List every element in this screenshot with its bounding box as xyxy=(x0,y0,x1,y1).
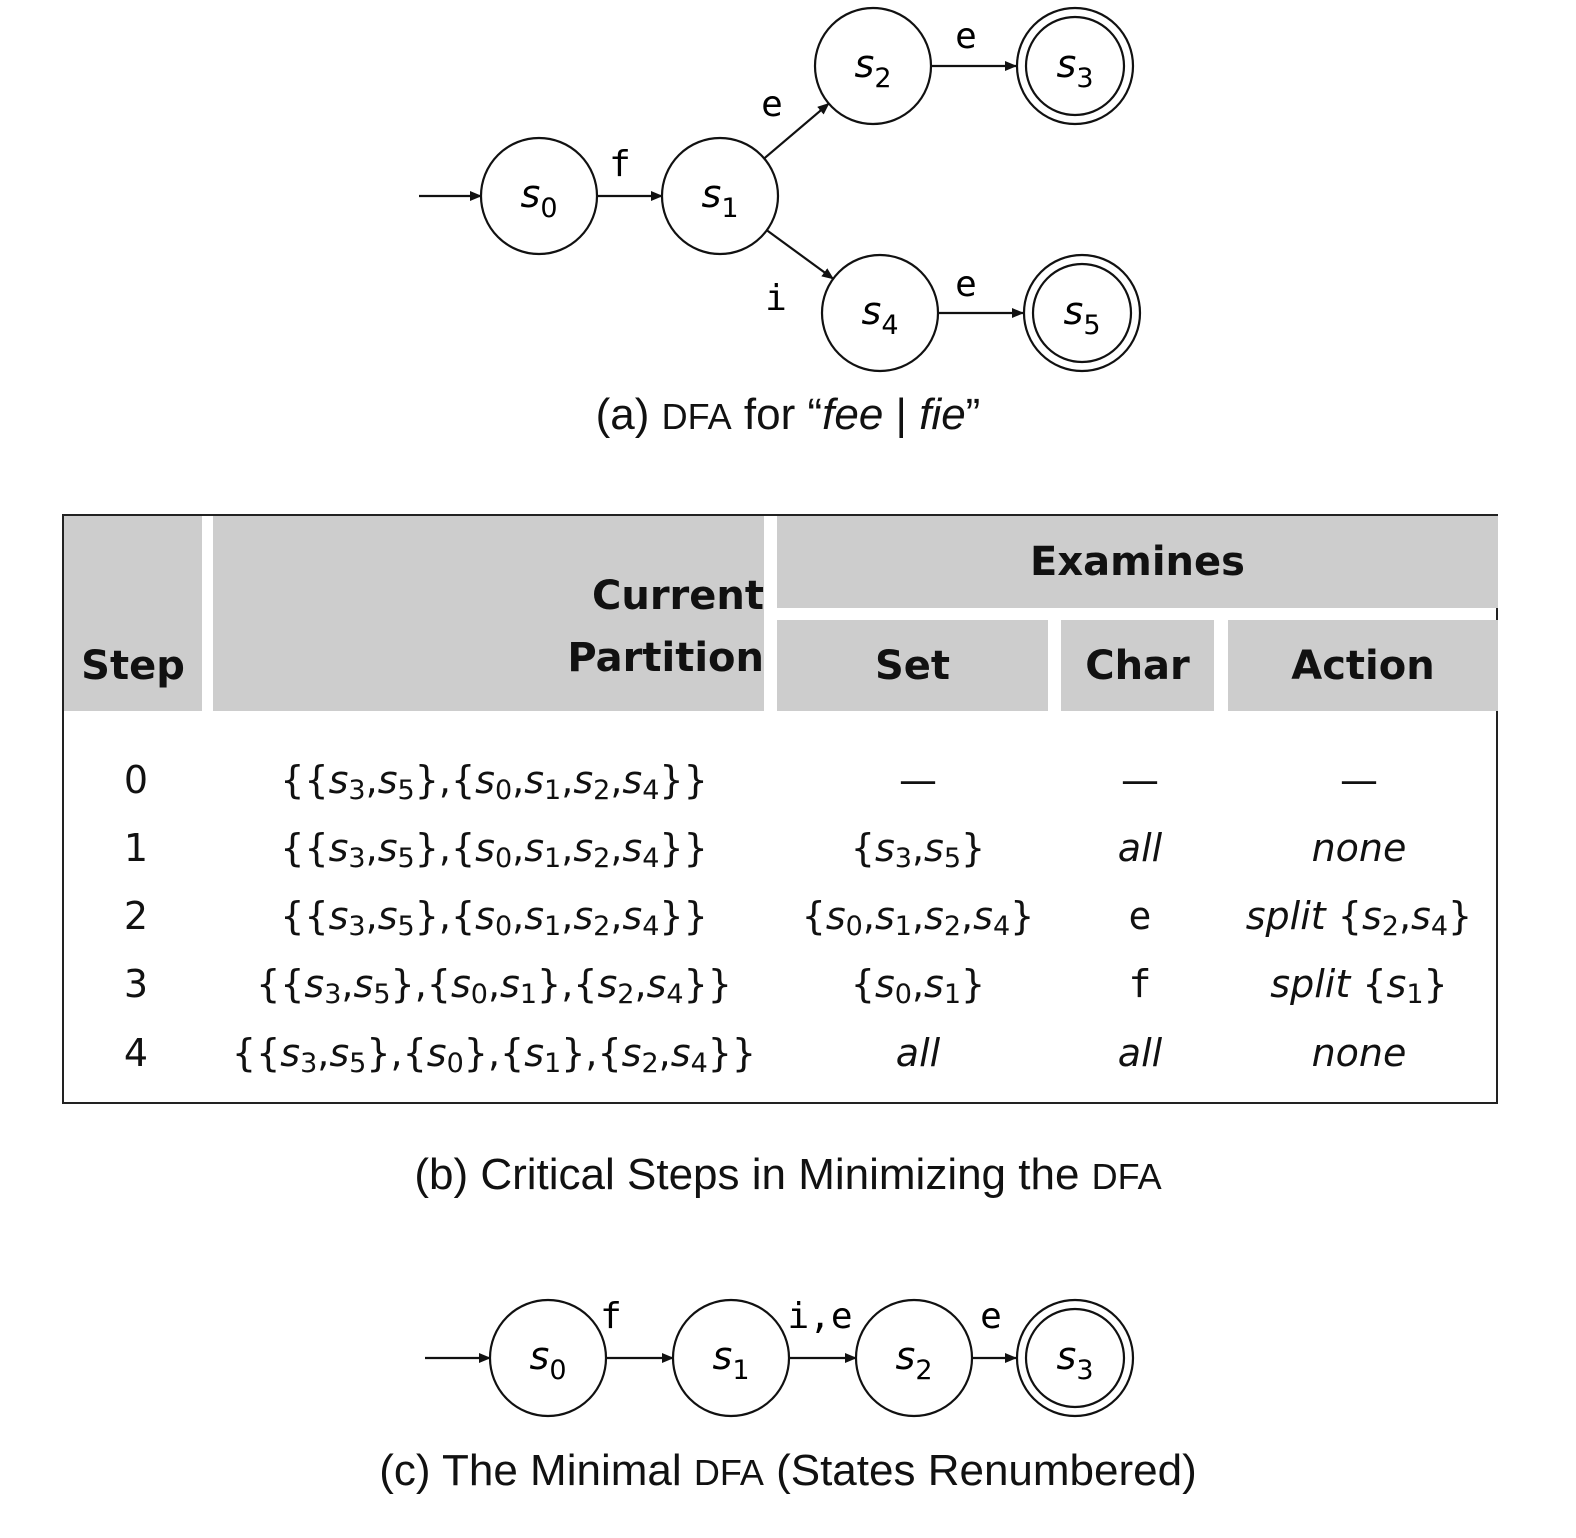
caption-b: (b) Critical Steps in Minimizing the DFA xyxy=(0,1150,1576,1200)
minimal-dfa-diagram: f i,e e s0 s1 s2 s3 xyxy=(425,1296,1135,1418)
cell-char-row-4: all xyxy=(1117,1031,1163,1075)
dfa-a-transition-label-s0-s1: f xyxy=(609,144,631,185)
header-char: Char xyxy=(1061,620,1214,711)
dfa-fee-fie-diagram: f e i e e s0 s1 s2 s3 s4 s5 xyxy=(419,6,1142,373)
caption-c: (c) The Minimal DFA (States Renumbered) xyxy=(0,1446,1576,1496)
caption-c-dfa: DFA xyxy=(693,1452,764,1493)
header-step-label: Step xyxy=(81,643,185,689)
dfa-c-state-circle-s0 xyxy=(488,1298,608,1418)
dfa-a-state-s1: s1 xyxy=(660,136,780,256)
cell-step-row-1: 1 xyxy=(123,826,149,870)
header-examines-label: Examines xyxy=(1030,539,1245,585)
header-step: Step xyxy=(64,516,202,711)
dfa-a-state-s0: s0 xyxy=(479,136,599,256)
caption-c-suffix: (States Renumbered) xyxy=(763,1446,1197,1495)
dfa-a-state-label-s2: s2 xyxy=(855,42,892,94)
cell-step-row-0: 0 xyxy=(123,758,149,802)
caption-a-prefix: (a) xyxy=(595,390,662,439)
caption-b-prefix: (b) Critical Steps in Minimizing the xyxy=(414,1150,1092,1199)
dfa-a-state-circle-s3 xyxy=(1015,6,1135,126)
caption-b-dfa: DFA xyxy=(1091,1156,1162,1197)
dfa-c-transition-label-s1-s2: i,e xyxy=(787,1296,852,1337)
dfa-a-transition-label-s1-s4: i xyxy=(765,278,787,319)
dfa-c-state-s0: s0 xyxy=(488,1298,608,1418)
header-set-label: Set xyxy=(874,642,951,689)
dfa-c-state-s1: s1 xyxy=(671,1298,791,1418)
dfa-a-state-s2: s2 xyxy=(813,6,933,126)
header-action: Action xyxy=(1228,620,1498,711)
dfa-a-state-s3: s3 xyxy=(1015,6,1135,126)
header-partition-line2: Partition xyxy=(567,635,764,681)
header-set: Set xyxy=(777,620,1048,711)
cell-char-row-2: e xyxy=(1128,894,1152,938)
header-partition-line1: Current xyxy=(591,573,764,619)
cell-action-row-2: split {s2,s4} xyxy=(1245,894,1473,942)
dfa-a-state-label-s0: s0 xyxy=(521,172,558,224)
header-action-label: Action xyxy=(1291,642,1435,689)
dfa-a-state-circle-s2 xyxy=(813,6,933,126)
dfa-a-transition-label-s1-s2: e xyxy=(761,84,783,125)
cell-char-row-1: all xyxy=(1117,826,1163,870)
caption-a-suffix: ” xyxy=(965,390,981,439)
dfa-a-state-accept-ring-s5 xyxy=(1031,262,1133,364)
caption-a-dfa: DFA xyxy=(661,396,732,437)
dfa-a-state-circle-s1 xyxy=(660,136,780,256)
dfa-a-transition-label-s4-s5: e xyxy=(955,264,977,305)
dfa-c-state-s2: s2 xyxy=(854,1298,974,1418)
dfa-a-state-circle-s0 xyxy=(479,136,599,256)
cell-partition-row-3: {{s3,s5},{s0,s1},{s2,s4}} xyxy=(256,962,732,1010)
dfa-c-transition-label-s2-s3: e xyxy=(980,1296,1002,1337)
cell-action-row-1: none xyxy=(1311,826,1407,870)
cell-action-row-4: none xyxy=(1311,1031,1407,1075)
dfa-a-state-circle-s4 xyxy=(820,253,940,373)
dfa-c-state-circle-s1 xyxy=(671,1298,791,1418)
dfa-a-state-label-s1: s1 xyxy=(702,172,739,224)
dfa-c-state-circle-s3 xyxy=(1015,1298,1135,1418)
dfa-a-transition-s1-s4 xyxy=(766,229,834,280)
cell-set-row-3: {s0,s1} xyxy=(850,962,986,1010)
dfa-c-state-label-s3: s3 xyxy=(1057,1334,1094,1386)
dfa-a-state-accept-ring-s3 xyxy=(1024,15,1126,117)
cell-partition-row-0: {{s3,s5},{s0,s1,s2,s4}} xyxy=(280,758,708,806)
dfa-c-state-circle-s2 xyxy=(854,1298,974,1418)
dfa-a-transition-label-s2-s3: e xyxy=(955,16,977,57)
caption-a-bar: | xyxy=(883,390,920,439)
dfa-a-state-label-s4: s4 xyxy=(862,289,899,341)
dfa-a-state-label-s3: s3 xyxy=(1057,42,1094,94)
dfa-c-transition-label-s0-s1: f xyxy=(600,1296,622,1337)
minimization-steps-table: Step Current Partition Examines Set Char… xyxy=(62,514,1498,1104)
caption-a-mid: for “ xyxy=(731,390,823,439)
cell-action-row-0: — xyxy=(1340,758,1378,802)
caption-c-prefix: (c) The Minimal xyxy=(379,1446,694,1495)
dfa-a-state-label-s5: s5 xyxy=(1064,289,1101,341)
dfa-c-state-label-s1: s1 xyxy=(713,1334,750,1386)
header-examines: Examines xyxy=(777,516,1498,608)
header-char-label: Char xyxy=(1085,642,1190,689)
caption-a-word-fie: fie xyxy=(919,390,966,439)
cell-char-row-3: f xyxy=(1128,962,1152,1006)
dfa-c-state-accept-ring-s3 xyxy=(1024,1307,1126,1409)
cell-set-row-2: {s0,s1,s2,s4} xyxy=(801,894,1035,942)
caption-a-word-fee: fee xyxy=(822,390,884,439)
cell-set-row-0: — xyxy=(899,758,937,802)
cell-set-row-1: {s3,s5} xyxy=(850,826,986,874)
cell-step-row-4: 4 xyxy=(123,1031,149,1075)
dfa-c-state-label-s0: s0 xyxy=(530,1334,567,1386)
cell-set-row-4: all xyxy=(895,1031,941,1075)
caption-a: (a) DFA for “fee | fie” xyxy=(0,390,1576,440)
dfa-c-state-s3: s3 xyxy=(1015,1298,1135,1418)
cell-partition-row-1: {{s3,s5},{s0,s1,s2,s4}} xyxy=(280,826,708,874)
cell-partition-row-4: {{s3,s5},{s0},{s1},{s2,s4}} xyxy=(231,1031,757,1079)
cell-char-row-0: — xyxy=(1121,758,1159,802)
dfa-c-state-label-s2: s2 xyxy=(896,1334,933,1386)
dfa-a-state-s5: s5 xyxy=(1022,253,1142,373)
dfa-a-state-s4: s4 xyxy=(820,253,940,373)
cell-step-row-2: 2 xyxy=(123,894,149,938)
dfa-a-transition-s1-s2 xyxy=(763,102,830,160)
cell-partition-row-2: {{s3,s5},{s0,s1,s2,s4}} xyxy=(280,894,708,942)
header-current-partition: Current Partition xyxy=(213,516,764,711)
cell-action-row-3: split {s1} xyxy=(1270,962,1448,1010)
cell-step-row-3: 3 xyxy=(123,962,149,1006)
dfa-a-state-circle-s5 xyxy=(1022,253,1142,373)
